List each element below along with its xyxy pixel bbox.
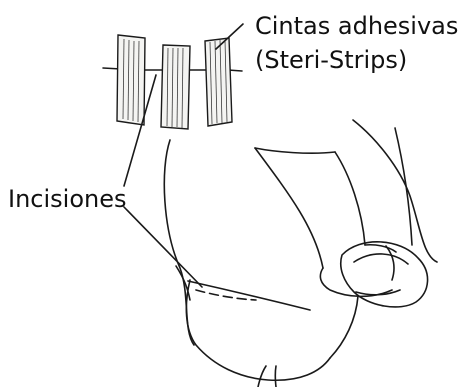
anatomy-outline <box>164 120 437 387</box>
adhesive-strip-1 <box>117 35 145 125</box>
incisions-label: Incisiones <box>8 185 127 213</box>
steri-strips-detail <box>103 35 242 129</box>
adhesive-strip-2 <box>161 45 190 129</box>
adhesive-strip-3 <box>205 38 232 126</box>
strips-label-line1: Cintas adhesivas <box>255 12 458 40</box>
strips-label-line2: (Steri-Strips) <box>255 46 407 74</box>
